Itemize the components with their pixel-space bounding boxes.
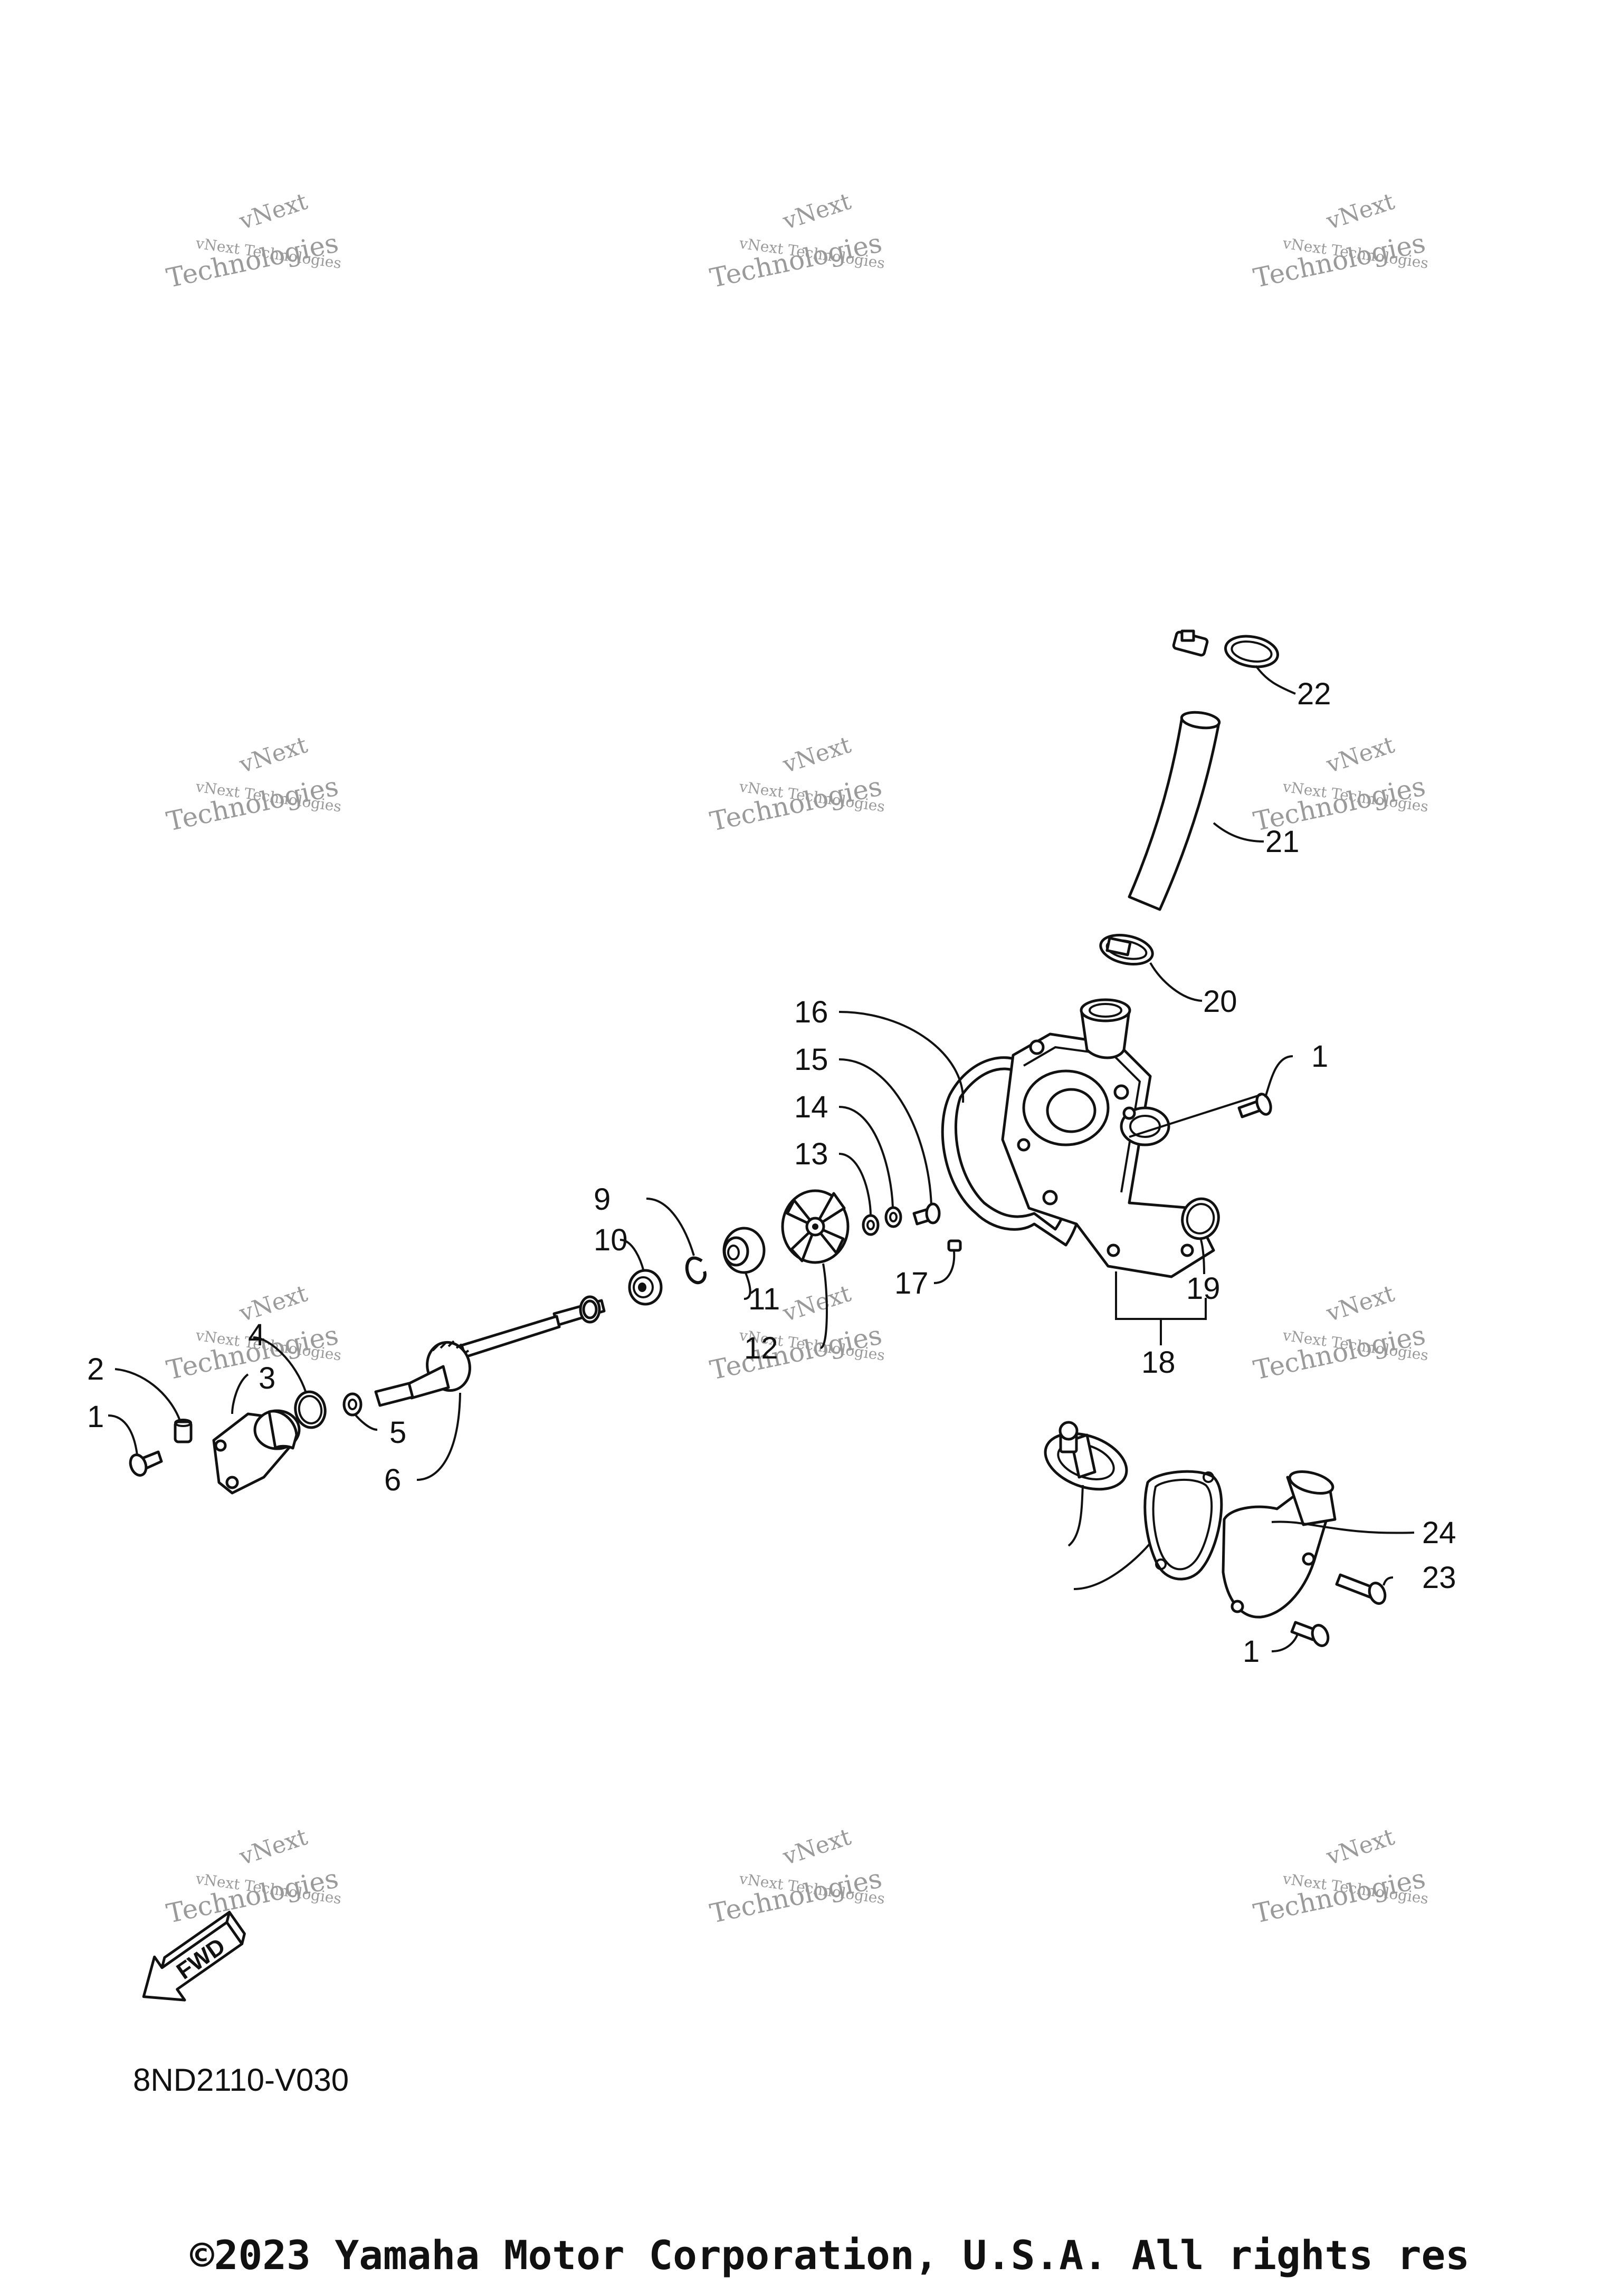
svg-text:vNext: vNext	[236, 731, 311, 779]
part-o-ring-large	[1181, 1197, 1220, 1240]
part-circlip	[685, 1256, 707, 1285]
part-pump-housing	[1001, 998, 1215, 1278]
part-hose	[1128, 711, 1221, 911]
svg-text:Technologies: Technologies	[707, 1319, 884, 1386]
watermark: vNext vNext Technologies Technologies	[164, 731, 342, 837]
svg-text:vNext: vNext	[236, 1823, 311, 1871]
callout-12: 14	[794, 1090, 828, 1124]
leader-lines	[108, 665, 1415, 1652]
svg-text:Technologies: Technologies	[164, 1863, 341, 1929]
svg-text:Technologies: Technologies	[707, 227, 884, 294]
callout-6: 6	[384, 1463, 401, 1497]
watermark: vNext vNext Technologies Technologies	[1251, 1823, 1429, 1929]
svg-text:vNext: vNext	[236, 188, 311, 235]
part-collar	[174, 1419, 193, 1443]
callout-10: 12	[744, 1331, 778, 1365]
watermark: vNext vNext Technologies Technologies	[1251, 731, 1429, 837]
part-impeller-shaft	[374, 1295, 606, 1407]
part-shaft-washer	[342, 1392, 363, 1417]
watermark: vNext vNext Technologies Technologies	[1251, 188, 1429, 294]
svg-text:vNext: vNext	[1323, 1823, 1398, 1871]
watermark: vNext vNext Technologies Technologies	[1251, 1280, 1429, 1386]
watermark: vNext vNext Technologies Technologies	[707, 188, 886, 294]
part-bolt-left	[129, 1450, 163, 1477]
part-drain-bolt	[912, 1202, 941, 1226]
part-washer	[884, 1206, 902, 1228]
callout-9: 11	[748, 1282, 780, 1316]
callout-14: 16	[794, 995, 828, 1029]
svg-text:Technologies: Technologies	[1251, 227, 1428, 294]
callout-15: 17	[894, 1266, 929, 1300]
svg-text:vNext: vNext	[779, 1280, 854, 1327]
callout-21: 23	[1422, 1561, 1456, 1595]
callout-7: 9	[594, 1182, 611, 1217]
callout-11: 13	[794, 1137, 828, 1171]
copyright-notice: ©2023 Yamaha Motor Corporation, U.S.A. A…	[190, 2232, 1470, 2279]
svg-text:vNext: vNext	[779, 188, 854, 235]
callout-4: 4	[248, 1318, 265, 1352]
callout-labels: 22 21 20 16 15 14 13 1 9 10 11 12 17 19 …	[87, 677, 1456, 1669]
part-hose-clamp-lower	[1099, 934, 1154, 965]
watermark: vNext vNext Technologies Technologies	[164, 1823, 342, 1929]
part-thermostat-bolt	[1335, 1573, 1387, 1605]
diagram-code: 8ND2110-V030	[133, 2062, 349, 2098]
svg-text:vNext: vNext	[1323, 1280, 1398, 1327]
part-pump-cover	[212, 1409, 301, 1495]
svg-text:vNext: vNext	[779, 731, 854, 779]
svg-text:Technologies: Technologies	[164, 227, 341, 294]
part-mechanical-seal	[722, 1227, 766, 1274]
part-impeller	[781, 1189, 850, 1264]
part-thermostat	[1044, 1421, 1128, 1491]
callout-22: 24	[1422, 1516, 1456, 1550]
callout-18: 20	[1203, 984, 1237, 1019]
callout-5: 5	[389, 1415, 406, 1450]
watermark: vNext vNext Technologies Technologies	[707, 1823, 886, 1929]
svg-text:vNext: vNext	[779, 1823, 854, 1871]
callout-3: 3	[259, 1361, 275, 1395]
watermark: vNext vNext Technologies Technologies	[164, 188, 342, 294]
part-bearing	[628, 1269, 663, 1306]
svg-text:Technologies: Technologies	[1251, 1863, 1428, 1929]
part-thermostat-gasket	[1143, 1470, 1223, 1581]
watermark: vNext vNext Technologies Technologies	[707, 731, 886, 837]
watermark: vNext vNext Technologies Technologies	[707, 1280, 886, 1386]
part-washer-small	[862, 1214, 880, 1236]
part-bolt-lower	[1290, 1621, 1330, 1647]
svg-text:Technologies: Technologies	[164, 771, 341, 837]
callout-20: 22	[1297, 677, 1331, 711]
callout-8: 10	[594, 1223, 628, 1257]
svg-text:vNext: vNext	[236, 1280, 311, 1327]
part-o-ring-small	[294, 1390, 327, 1429]
callout-13: 15	[794, 1042, 828, 1077]
callout-1-lower: 1	[1243, 1634, 1260, 1669]
part-hose-clamp-upper	[1172, 629, 1279, 668]
svg-text:Technologies: Technologies	[1251, 1319, 1428, 1386]
part-dowel-pin	[947, 1239, 962, 1252]
callout-2: 2	[87, 1352, 104, 1386]
callout-19: 21	[1265, 825, 1300, 859]
callout-17: 19	[1186, 1271, 1220, 1306]
svg-text:vNext: vNext	[1323, 731, 1398, 779]
svg-text:Technologies: Technologies	[707, 1863, 884, 1929]
svg-text:vNext: vNext	[1323, 188, 1398, 235]
callout-1-left: 1	[87, 1400, 104, 1434]
fwd-arrow-icon: FWD	[142, 1910, 246, 2002]
callout-1-upper: 1	[1311, 1039, 1328, 1074]
part-thermostat-cover	[1222, 1470, 1337, 1619]
callout-16: 18	[1141, 1345, 1176, 1380]
svg-text:Technologies: Technologies	[707, 771, 884, 837]
